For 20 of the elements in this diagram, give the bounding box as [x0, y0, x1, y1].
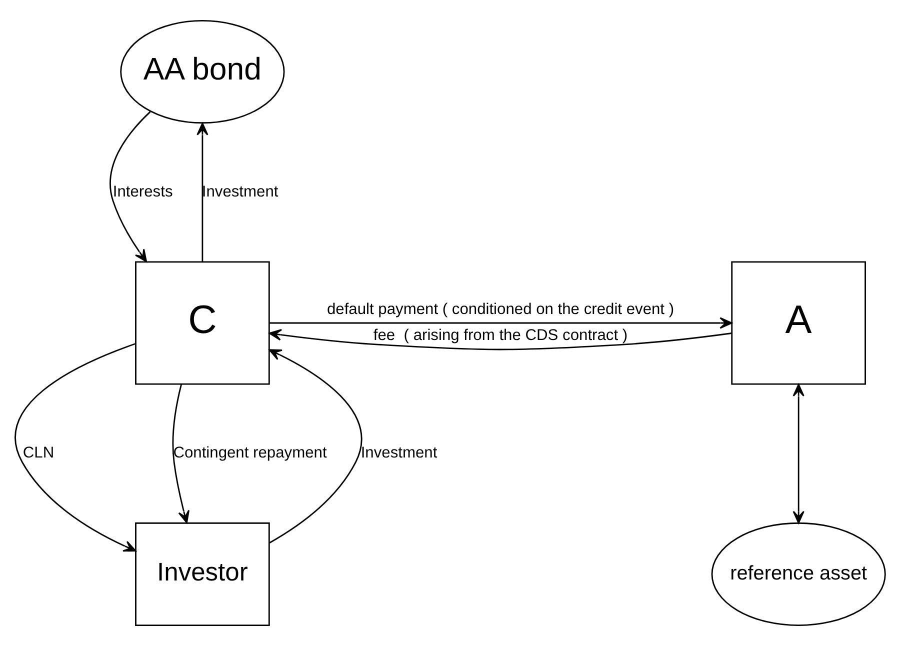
arrow: [268, 348, 362, 543]
arrow: [172, 384, 189, 523]
node-box: A: [730, 260, 866, 384]
arrow: [14, 342, 136, 552]
arrow: [792, 383, 804, 524]
edge-label: fee ( arising from the CDS contract ): [372, 326, 628, 344]
arrow: [269, 316, 732, 328]
edge-label: Investment: [201, 182, 278, 200]
arrow: [196, 122, 208, 262]
node-ellipse: AA bond: [120, 19, 284, 124]
edge-label: Interests: [112, 182, 172, 200]
edge-label: CLN: [22, 444, 54, 462]
edge-label: Contingent repayment: [172, 444, 326, 462]
node-ellipse: reference asset: [710, 522, 886, 626]
arrow: [109, 110, 150, 262]
node-box: Investor: [134, 522, 270, 626]
arrow: [268, 328, 732, 350]
node-box: C: [134, 260, 270, 384]
edge-label: default payment ( conditioned on the credit event ): [326, 300, 674, 318]
edge-label: Investment: [360, 444, 437, 462]
